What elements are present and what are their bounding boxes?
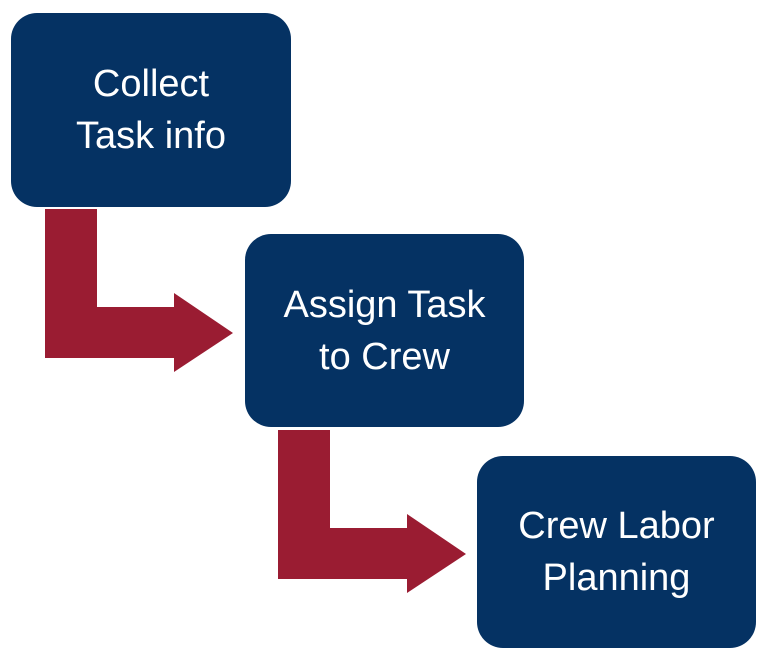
arrow-collect-to-assign: [45, 209, 233, 372]
step-label-collect-task-info: Collect Task info: [76, 63, 226, 157]
step-label-crew-labor-planning: Crew Labor Planning: [518, 505, 715, 599]
step-box-crew-labor-planning: Crew Labor Planning: [477, 456, 756, 648]
step-label-assign-task-to-crew: Assign Task to Crew: [283, 283, 486, 378]
step-box-assign-task-to-crew: Assign Task to Crew: [245, 234, 524, 427]
step-box-collect-task-info: Collect Task info: [11, 13, 291, 207]
arrow-assign-to-planning: [278, 430, 466, 593]
